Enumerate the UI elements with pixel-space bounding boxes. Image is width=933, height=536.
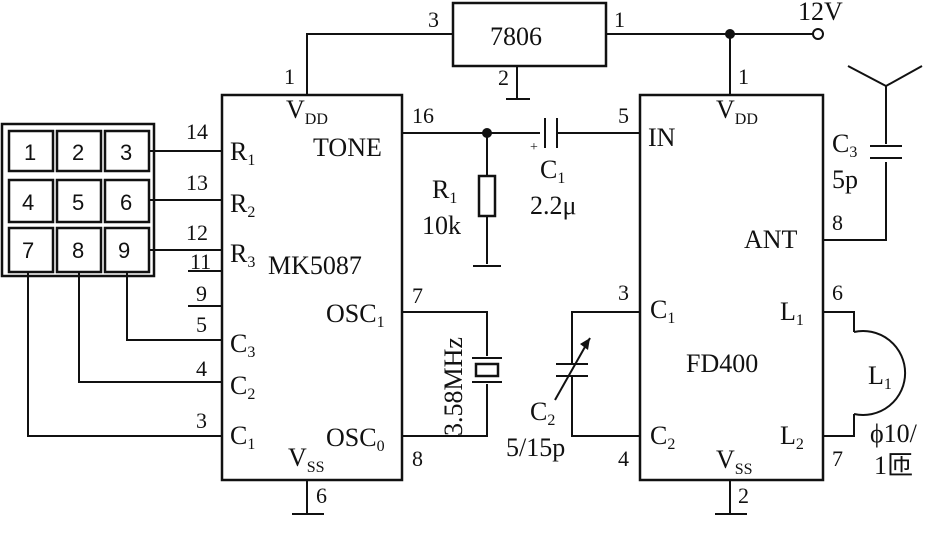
fd400-l1-label: L1 — [780, 297, 804, 329]
key-label-7: 7 — [22, 238, 34, 263]
mk5087-c2-label: C2 — [230, 371, 255, 403]
wire-reg-to-mk5087-vdd — [306, 33, 453, 95]
key-label-4: 4 — [22, 190, 34, 215]
key-5 — [55, 178, 103, 224]
wire-l1-bottom — [823, 414, 855, 437]
mk5087-name: MK5087 — [268, 251, 362, 280]
mk5087-r2-pin: 13 — [186, 170, 208, 195]
key-7 — [7, 226, 55, 274]
mk5087-r2-label: R2 — [230, 189, 255, 221]
mk5087-c3-label: C3 — [230, 329, 255, 361]
key-label-9: 9 — [118, 238, 130, 263]
wire-col-2 — [78, 272, 222, 383]
crystal-value: 3.58MHz — [439, 337, 468, 436]
fd400-vss-label: VSS — [716, 445, 753, 478]
keypad: 1 2 3 4 5 6 7 8 9 — [0, 122, 156, 278]
r1-label: R1 — [432, 175, 457, 207]
mk5087-r3-label: R3 — [230, 239, 255, 271]
fd400-in-label: IN — [648, 123, 676, 152]
fd400-c2-label: C2 — [650, 421, 675, 453]
mk5087-osc0-label: OSC0 — [326, 423, 385, 455]
mk5087-c2-pin: 4 — [196, 356, 207, 381]
fd400-vss-pin: 2 — [738, 483, 749, 508]
key-label-8: 8 — [72, 238, 84, 263]
key-label-2: 2 — [72, 140, 84, 165]
mk5087-vss-pin: 6 — [316, 483, 327, 508]
wire-c2-to-fd400-c2 — [571, 376, 640, 437]
regulator-label: 7806 — [490, 22, 542, 51]
fd400-c1-label: C1 — [650, 295, 675, 327]
r1-body — [477, 174, 497, 218]
key-label-1: 1 — [24, 140, 36, 165]
mk5087-tone-pin: 16 — [412, 103, 434, 128]
regulator-pin-in: 3 — [428, 7, 439, 32]
fd400-l1-pin: 6 — [832, 280, 843, 305]
mk5087-c1-pin: 3 — [196, 408, 207, 433]
antenna-icon — [847, 65, 923, 87]
key-1 — [7, 129, 55, 173]
supply-label: 12V — [798, 0, 843, 26]
fd400-l2-pin: 7 — [832, 446, 843, 471]
mk5087-osc0-pin: 8 — [412, 446, 423, 471]
wire-col-1 — [27, 272, 222, 437]
r1-value: 10k — [422, 211, 461, 240]
key-label-6: 6 — [120, 190, 132, 215]
mk5087-pin-9: 9 — [196, 281, 207, 306]
c2-arrow-head — [580, 338, 590, 350]
wire-fd400-c1-to-c2 — [571, 311, 640, 364]
fd400-c1-pin: 3 — [618, 280, 629, 305]
l1-spec-line2: 1匝 — [874, 451, 913, 480]
regulator-pin-gnd: 2 — [498, 65, 509, 90]
mk5087-tone-label: TONE — [313, 133, 382, 162]
key-4 — [7, 178, 55, 224]
fd400-vdd-pin: 1 — [738, 64, 749, 89]
l1-label: L1 — [868, 361, 892, 393]
mk5087-body — [220, 93, 404, 482]
mk5087-vss-label: VSS — [288, 443, 325, 476]
mk5087-r1-label: R1 — [230, 137, 255, 169]
mk5087-vdd-pin: 1 — [284, 64, 295, 89]
mk5087-vdd-label: VDD — [286, 95, 328, 128]
l1-coil-loop — [853, 330, 907, 416]
key-label-3: 3 — [120, 140, 132, 165]
fd400-ant-label: ANT — [744, 225, 798, 254]
fd400-body — [638, 93, 825, 482]
c1-polarity: + — [530, 140, 538, 155]
mk5087-c3-pin: 5 — [196, 312, 207, 337]
fd400-c2-pin: 4 — [618, 446, 629, 471]
wire-crystal-to-osc0 — [402, 384, 488, 437]
c2-value: 5/15p — [506, 433, 565, 462]
mk5087-r1-pin: 14 — [186, 119, 208, 144]
mk5087-osc1-label: OSC1 — [326, 299, 385, 331]
wire-ant-to-c3 — [823, 162, 887, 241]
fd400-l2-label: L2 — [780, 421, 804, 453]
fd400-vdd-label: VDD — [716, 95, 758, 128]
mk5087-r3-pin: 12 — [186, 220, 208, 245]
wire-osc1-to-crystal — [402, 311, 488, 356]
key-2 — [55, 129, 103, 173]
crystal-body — [474, 362, 500, 378]
mk5087-osc1-pin: 7 — [412, 283, 423, 308]
c3-value: 5p — [832, 165, 858, 194]
supply-terminal — [812, 28, 824, 40]
wire-col-3 — [126, 272, 222, 341]
fd400-name: FD400 — [686, 349, 758, 378]
mk5087-c1-label: C1 — [230, 421, 255, 453]
l1-spec-line1: ϕ10/ — [870, 419, 918, 448]
c1-label: C1 — [540, 155, 565, 187]
c3-label: C3 — [832, 129, 857, 161]
c2-label: C2 — [530, 397, 555, 429]
regulator-pin-out: 1 — [614, 7, 625, 32]
key-label-5: 5 — [72, 190, 84, 215]
mk5087-pin-11: 11 — [190, 249, 211, 274]
c2-variable-arrow — [554, 337, 591, 401]
fd400-in-pin: 5 — [618, 103, 629, 128]
fd400-ant-pin: 8 — [832, 210, 843, 235]
wire-l1-top — [823, 311, 855, 332]
c1-value: 2.2μ — [530, 191, 576, 220]
